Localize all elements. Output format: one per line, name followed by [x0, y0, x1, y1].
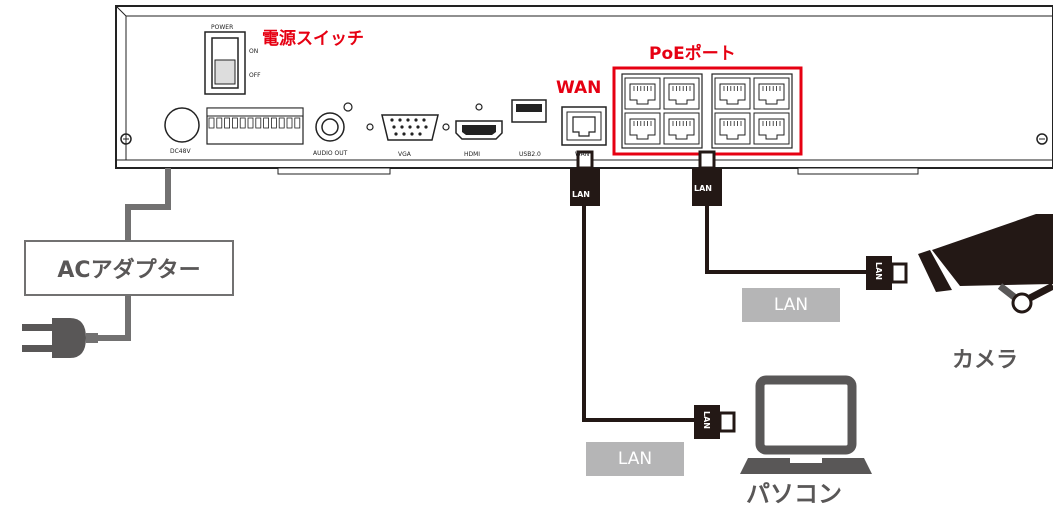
- lan-connector-icon: [692, 168, 722, 206]
- lan-connector-icon: [694, 405, 720, 439]
- terminal-pin: [247, 117, 254, 129]
- vga-pin: [406, 118, 410, 122]
- device-label-vga: VGA: [398, 151, 411, 158]
- wan-label: WAN: [556, 78, 602, 98]
- ac-plug-icon: [52, 318, 86, 358]
- device-label-wan: WAN: [575, 151, 590, 158]
- device-label-hdmi: HDMI: [464, 151, 481, 158]
- vga-pin: [418, 132, 422, 136]
- device-label-power: POWER: [211, 24, 234, 31]
- terminal-pin: [216, 117, 223, 129]
- pc-plug: [694, 405, 736, 439]
- camera-icon: [918, 214, 1053, 314]
- laptop-icon: [740, 375, 872, 474]
- device-foot-right: [797, 167, 919, 175]
- terminal-pin: [224, 117, 231, 129]
- device-label-off: OFF: [249, 72, 261, 79]
- camera-lan-cable: [692, 150, 868, 274]
- vga-pin: [400, 125, 404, 129]
- vga-pin: [414, 118, 418, 122]
- device-label-usb: USB2.0: [519, 151, 541, 158]
- vga-pin: [398, 118, 402, 122]
- power-switch-label: 電源スイッチ: [262, 29, 364, 49]
- terminal-block: [206, 107, 304, 145]
- screw-icon: [1036, 133, 1048, 145]
- device-foot-left: [277, 167, 391, 175]
- vga-pin: [390, 118, 394, 122]
- screw-icon: [120, 133, 132, 145]
- terminal-pin: [263, 117, 270, 129]
- vga-pin: [402, 132, 406, 136]
- vga-pin: [392, 125, 396, 129]
- lan-tag: LAN: [694, 184, 712, 193]
- terminal-pin: [278, 117, 285, 129]
- lan-connector-icon: [570, 168, 600, 206]
- terminal-pin: [286, 117, 293, 129]
- ac-adapter-label: ACアダプター: [24, 240, 234, 296]
- device-label-on: ON: [249, 48, 259, 55]
- terminal-pin: [231, 117, 238, 129]
- lan-cable-label-camera: LAN: [742, 288, 840, 322]
- lan-tag: LAN: [702, 411, 711, 429]
- vga-pin: [394, 132, 398, 136]
- terminal-pin: [255, 117, 262, 129]
- terminal-pin: [208, 117, 215, 129]
- poe-port-group: [621, 73, 793, 149]
- pc-lan-cable: [570, 150, 698, 422]
- lan-tag: LAN: [572, 190, 590, 199]
- terminal-pin: [270, 117, 277, 129]
- lan-tag: LAN: [874, 262, 883, 280]
- vga-pin: [416, 125, 420, 129]
- camera-plug: [866, 256, 908, 290]
- vga-pin: [408, 125, 412, 129]
- device-label-audio-out: AUDIO OUT: [313, 150, 348, 157]
- vga-pin: [424, 125, 428, 129]
- poe-port-label: PoEポート: [649, 44, 736, 64]
- dc-jack-icon: [164, 107, 200, 143]
- lan-cable-label-pc: LAN: [586, 442, 684, 476]
- vga-pin: [410, 132, 414, 136]
- lan-connector-icon: [866, 256, 892, 290]
- terminal-pin: [239, 117, 246, 129]
- device-label-dc: DC48V: [170, 148, 191, 155]
- nvr-device: [115, 5, 1053, 175]
- vga-pin: [422, 118, 426, 122]
- camera-label: カメラ: [952, 348, 1019, 373]
- terminal-pin: [294, 117, 301, 129]
- ac-adapter-cable: [22, 168, 171, 358]
- pc-label: パソコン: [746, 480, 842, 508]
